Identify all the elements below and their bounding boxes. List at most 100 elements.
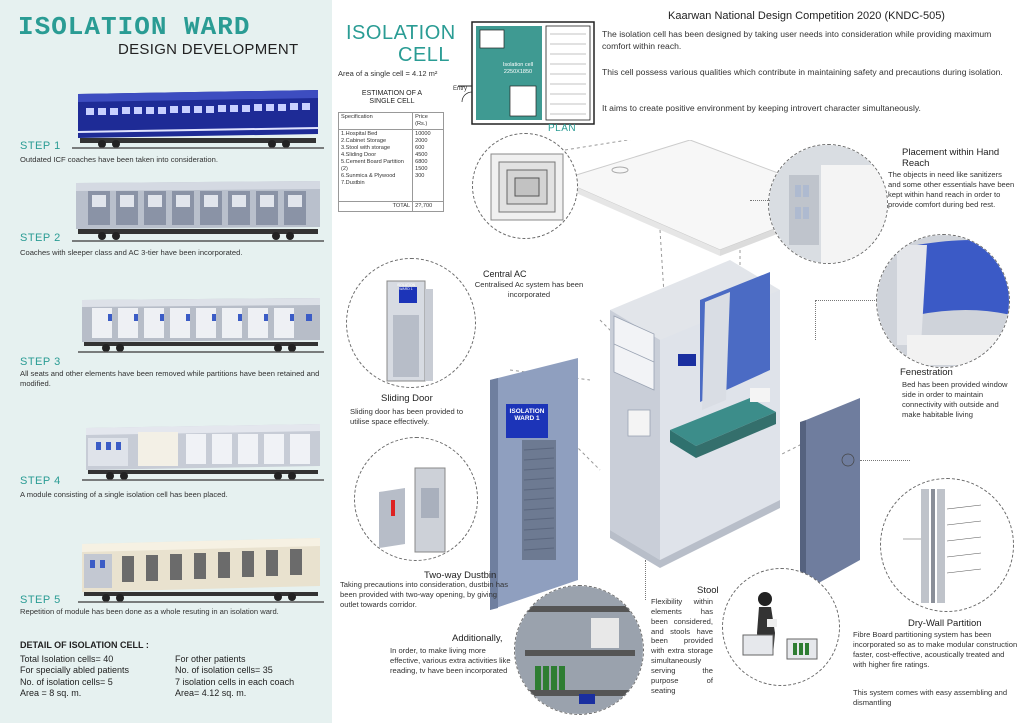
- window-curtain-icon: [877, 235, 1009, 367]
- table-price-cell: 10000 2000 600 4500 6800 1500 300: [412, 128, 444, 202]
- coach-step5-image: [78, 538, 324, 603]
- sliding-door-sign: ISOLATION WARD 1: [396, 283, 416, 291]
- dustbin-circle: [354, 437, 478, 561]
- intro-para-3: It aims to create positive environment b…: [602, 103, 921, 113]
- competition-title: Kaarwan National Design Competition 2020…: [668, 10, 945, 22]
- table-spec: 5.Cement Board Partition (2): [341, 158, 404, 172]
- table-header-row: Specification Price (Rs.): [337, 112, 444, 130]
- step1-caption: Outdated ICF coaches have been taken int…: [20, 155, 218, 164]
- isolation-ward-sign: ISOLATION WARD 1: [509, 408, 545, 423]
- estimation-table: Specification Price (Rs.) 1.Hospital Bed…: [337, 112, 444, 212]
- table-spec: 7.Dustbin: [341, 179, 365, 186]
- table-price: 6800: [415, 158, 428, 165]
- detail-line: For other patients: [175, 654, 246, 664]
- drywall-circle: [880, 478, 1014, 612]
- detail-heading: DETAIL OF ISOLATION CELL :: [20, 640, 149, 650]
- step2-label: STEP 2: [20, 232, 61, 244]
- coach-step2-image: [72, 181, 324, 242]
- intro-para-1: The isolation cell has been designed by …: [602, 29, 992, 52]
- cell-plan-drawing: [458, 21, 595, 125]
- detail-line: For specially abled patients: [20, 665, 130, 676]
- step5-caption: Repetition of module has been done as a …: [20, 607, 279, 616]
- shelves-icon: [515, 586, 643, 714]
- table-price: 4500: [415, 151, 428, 158]
- table-price: 300: [415, 172, 425, 179]
- sliding-door-title: Sliding Door: [381, 393, 433, 404]
- drywall-section-icon: [903, 489, 982, 603]
- step2-caption: Coaches with sleeper class and AC 3-tier…: [20, 248, 243, 257]
- sliding-door-text: Sliding door has been provided to utilis…: [350, 407, 464, 426]
- step3-label: STEP 3: [20, 356, 61, 368]
- step4-label: STEP 4: [20, 475, 61, 487]
- drywall-text-2: This system comes with easy assembling a…: [853, 688, 1008, 707]
- table-spec: 1.Hospital Bed: [341, 130, 378, 137]
- exploded-cell-drawing: [490, 140, 860, 610]
- leader-line: [815, 300, 877, 301]
- coach-step4-image: [82, 424, 324, 481]
- detail-col2: For other patients No. of isolation cell…: [175, 654, 330, 699]
- dustbin-text: Taking precautions into consideration, d…: [340, 580, 509, 609]
- table-spec: 4.Sliding Door: [341, 151, 377, 158]
- step3-caption: All seats and other elements have been r…: [20, 369, 320, 389]
- table-header-cell: Price (Rs.): [412, 112, 444, 130]
- drywall-text: Fibre Board partitioning system has been…: [853, 630, 1018, 669]
- dustbin-title: Two-way Dustbin: [424, 570, 497, 581]
- table-header-cell: Specification: [337, 112, 414, 130]
- table-row: 1.Hospital Bed 2.Cabinet Storage 3.Stool…: [337, 128, 444, 202]
- table-spec: 2.Cabinet Storage: [341, 137, 387, 144]
- table-total-row: TOTAL 2?,700: [337, 200, 444, 212]
- plan-entry-label: Entry: [453, 86, 468, 92]
- hand-reach-title: Placement within Hand Reach: [902, 147, 1000, 169]
- ward-subtitle: DESIGN DEVELOPMENT: [118, 41, 299, 58]
- fenestration-title: Fenestration: [900, 367, 953, 378]
- additionally-text: In order, to make living more effective,…: [390, 646, 511, 675]
- coach-step3-image: [78, 298, 324, 353]
- central-ac-title: Central AC: [483, 269, 527, 279]
- extra-activities-circle: [514, 585, 644, 715]
- intro-para-2: This cell possess various qualities whic…: [602, 67, 1003, 77]
- leader-line: [645, 560, 646, 600]
- detail-line: Area = 8 sq. m.: [20, 687, 82, 698]
- table-spec-cell: 1.Hospital Bed 2.Cabinet Storage 3.Stool…: [337, 128, 414, 202]
- drywall-title: Dry-Wall Partition: [908, 618, 982, 629]
- table-price: 1500: [415, 165, 428, 172]
- hand-reach-circle: [768, 144, 888, 264]
- hand-reach-shelf-icon: [769, 145, 887, 263]
- detail-line: Area= 4.12 sq. m.: [175, 687, 247, 698]
- step5-label: STEP 5: [20, 594, 61, 606]
- stool-title: Stool: [697, 585, 719, 596]
- sliding-door-circle: [346, 258, 476, 388]
- detail-line: Total Isolation cells= 40: [20, 654, 114, 664]
- ward-title: ISOLATION WARD: [18, 12, 251, 42]
- central-ac-circle: [472, 133, 578, 239]
- ac-vent-icon: [490, 153, 564, 221]
- leader-line: [860, 460, 910, 461]
- cell-title-line2: CELL: [398, 44, 451, 66]
- table-price: 600: [415, 144, 425, 151]
- fenestration-circle: [876, 234, 1010, 368]
- step1-label: STEP 1: [20, 140, 61, 152]
- table-spec: 3.Stool with storage: [341, 144, 391, 151]
- stool-person-icon: [742, 592, 818, 660]
- table-price: 2000: [415, 137, 428, 144]
- estimation-title: ESTIMATION OF A SINGLE CELL: [361, 90, 423, 106]
- cell-title-line1: ISOLATION: [346, 22, 456, 44]
- coach-step1-image: [72, 90, 324, 149]
- table-total-label: TOTAL: [337, 200, 414, 212]
- plan-label: PLAN: [548, 123, 577, 134]
- dustbin-icon: [379, 467, 446, 553]
- detail-line: No. of isolation cells= 5: [20, 676, 113, 687]
- detail-line: No. of isolation cells= 35: [175, 665, 273, 676]
- table-total-value: 2?,700: [412, 200, 444, 212]
- plan-cell-text: Isolation cell 2250X1850: [502, 62, 534, 75]
- table-spec: 6.Sunmica & Plywood: [341, 172, 396, 179]
- stool-circle: [722, 568, 840, 686]
- stool-text: Flexibility within elements has been con…: [651, 597, 713, 695]
- cell-area-text: Area of a single cell = 4.12 m²: [338, 69, 438, 78]
- leader-line: [815, 300, 816, 340]
- detail-line: 7 isolation cells in each coach: [175, 676, 295, 687]
- fenestration-text: Bed has been provided window side in ord…: [902, 380, 1008, 419]
- sliding-door-icon: [386, 280, 433, 382]
- table-price: 10000: [415, 130, 431, 137]
- additionally-title: Additionally,: [452, 633, 503, 644]
